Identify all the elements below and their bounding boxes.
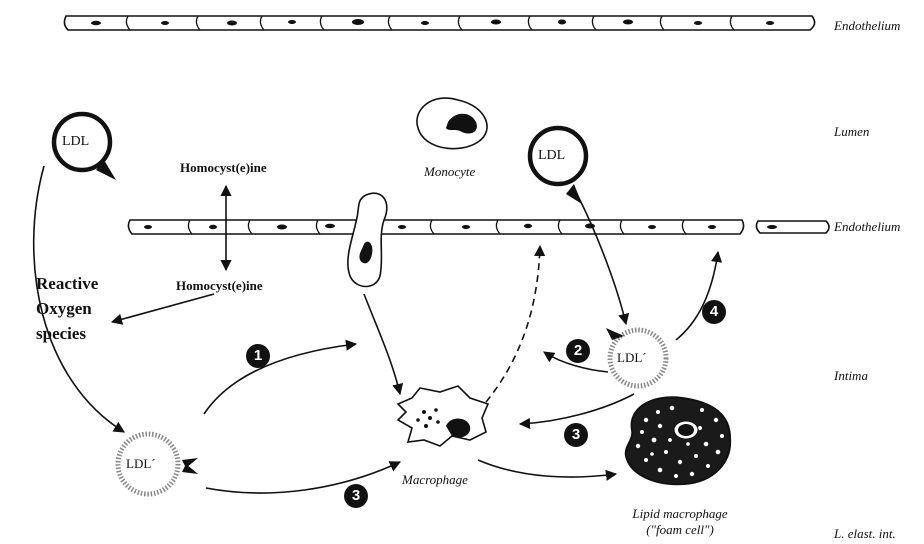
endothelium-top-layer <box>64 16 814 30</box>
step-3-lower-number: 3 <box>344 487 368 504</box>
arrow-monocyte-to-macrophage <box>364 294 400 394</box>
homocysteine-lumen-label: Homocyst(e)ine <box>180 160 267 176</box>
ros-label-line1: Reactive <box>36 272 98 295</box>
ldl-left-text: LDL <box>62 134 102 150</box>
ros-label-line2: Oxygen <box>36 297 92 320</box>
arrow-step1 <box>204 344 356 414</box>
step-2-number: 2 <box>566 342 590 359</box>
arrow-step3-lower <box>206 462 400 493</box>
macrophage-cell <box>398 386 488 446</box>
homocysteine-intima-label: Homocyst(e)ine <box>176 278 263 294</box>
arrow-macrophage-to-foam <box>478 460 616 477</box>
macrophage-label: Macrophage <box>402 472 468 488</box>
arrow-step4 <box>676 252 718 340</box>
ros-label-line3: species <box>36 322 86 345</box>
foam-cell <box>626 397 730 484</box>
arrow-step3-right <box>520 394 634 424</box>
arrow-macrophage-dashed <box>486 246 540 402</box>
ldl-modified-left-text: LDL´ <box>126 456 170 472</box>
transmigrating-monocyte <box>348 193 387 286</box>
foam-cell-label-line1: Lipid macrophage <box>600 506 760 522</box>
foam-cell-label-line2: ("foam cell") <box>600 522 760 538</box>
step-4-number: 4 <box>702 303 726 320</box>
monocyte-label: Monocyte <box>424 164 475 180</box>
label-endothelium-middle: Endothelium <box>834 219 900 235</box>
step-3-right-number: 3 <box>564 426 588 443</box>
label-intima: Intima <box>834 368 868 384</box>
step-1-number: 1 <box>246 347 270 364</box>
arrow-ldl-to-ldl-modified-right <box>578 196 626 324</box>
label-elastica: L. elast. int. <box>834 526 896 542</box>
ldl-balloon-right <box>530 128 586 204</box>
endothelium-middle-layer <box>128 220 829 234</box>
label-lumen: Lumen <box>834 124 869 140</box>
label-endothelium-top: Endothelium <box>834 18 900 34</box>
arrow-to-reactive-oxygen <box>112 294 214 322</box>
monocyte-cell <box>417 98 487 149</box>
ldl-modified-right-text: LDL´ <box>617 350 661 366</box>
ldl-right-text: LDL <box>538 148 578 164</box>
